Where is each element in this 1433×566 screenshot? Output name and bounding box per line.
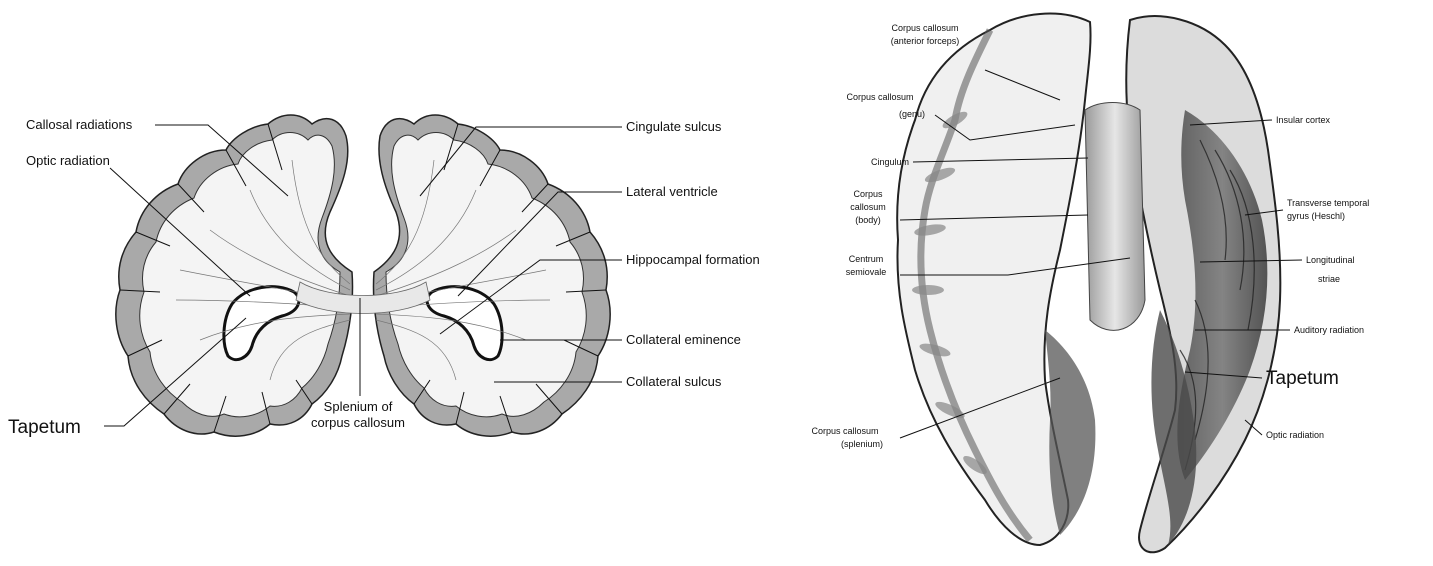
label-collateral-eminence: Collateral eminence [626,332,741,347]
left-hemisphere [116,115,353,436]
label-tapetum-right: Tapetum [1266,368,1339,389]
label-optic-radiation-right: Optic radiation [1266,430,1324,440]
label-transverse-temporal-1: Transverse temporal [1287,198,1369,208]
label-cc-body-1: Corpus [853,189,883,199]
label-longitudinal-2: striae [1318,274,1340,284]
horizontal-dissection-illustration: Corpus callosum (anterior forceps) Corpu… [811,14,1369,553]
label-cc-body-3: (body) [855,215,881,225]
label-cingulum: Cingulum [871,157,909,167]
label-auditory-radiation: Auditory radiation [1294,325,1364,335]
label-splenium-line2: corpus callosum [311,415,405,430]
label-cingulate-sulcus: Cingulate sulcus [626,119,722,134]
label-transverse-temporal-2: gyrus (Heschl) [1287,211,1345,221]
label-callosal-radiations: Callosal radiations [26,117,133,132]
label-centrum-1: Centrum [849,254,884,264]
label-tapetum: Tapetum [8,417,81,438]
coronal-section-diagram: Callosal radiations Optic radiation Tape… [8,115,760,438]
label-lateral-ventricle: Lateral ventricle [626,184,718,199]
label-cc-genu-1: Corpus callosum [846,92,913,102]
label-hippocampal-formation: Hippocampal formation [626,252,760,267]
label-cc-body-2: callosum [850,202,886,212]
label-collateral-sulcus: Collateral sulcus [626,374,722,389]
label-cc-anterior-forceps-2: (anterior forceps) [891,36,960,46]
right-hemisphere [373,115,610,436]
label-cc-splenium-1: Corpus callosum [811,426,878,436]
label-cc-genu-2: (genu) [899,109,925,119]
label-cc-anterior-forceps-1: Corpus callosum [891,23,958,33]
label-optic-radiation: Optic radiation [26,153,110,168]
label-longitudinal-1: Longitudinal [1306,255,1355,265]
label-splenium-line1: Splenium of [324,399,393,414]
label-cc-splenium-2: (splenium) [841,439,883,449]
label-insular-cortex: Insular cortex [1276,115,1331,125]
dissection-corpus-callosum [1085,103,1145,331]
label-centrum-2: semiovale [846,267,887,277]
